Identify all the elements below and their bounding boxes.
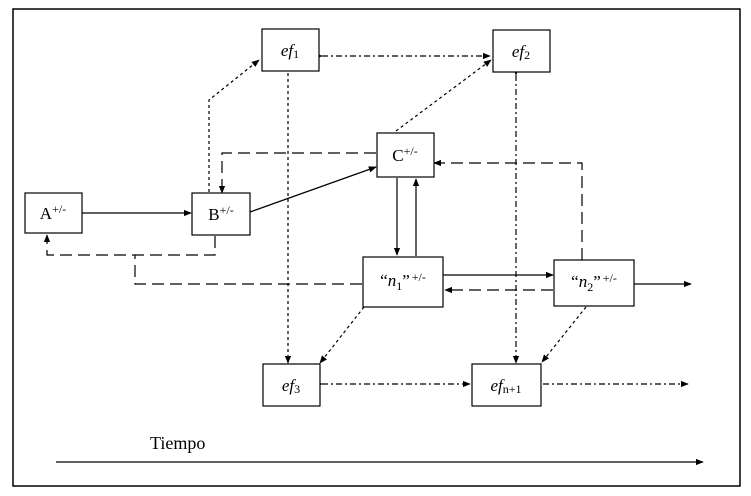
edge-n1-to-ef3 bbox=[319, 306, 365, 364]
node-n1: “n1”+/- bbox=[362, 256, 444, 308]
edge-b-to-ef1 bbox=[208, 59, 260, 192]
edge-b-to-c bbox=[249, 166, 377, 213]
edge-n2-to-efn1 bbox=[541, 306, 587, 363]
time-axis-label: Tiempo bbox=[150, 433, 205, 453]
svg-text:efn+1: efn+1 bbox=[490, 376, 521, 396]
node-ef3: ef3 bbox=[262, 363, 321, 407]
svg-text:A+/-: A+/- bbox=[40, 202, 66, 223]
svg-text:C+/-: C+/- bbox=[392, 144, 417, 165]
edge-c-feedback-to-b bbox=[218, 152, 376, 194]
svg-text:B+/-: B+/- bbox=[208, 203, 233, 224]
edge-n1-feedback-to-b bbox=[134, 255, 362, 285]
edge-b-feedback-to-a bbox=[43, 234, 216, 256]
diagram-frame bbox=[12, 8, 741, 487]
svg-text:ef2: ef2 bbox=[512, 42, 530, 62]
svg-text:“n2”+/-: “n2”+/- bbox=[571, 271, 617, 294]
edge-n2-feedback-to-c bbox=[433, 159, 583, 260]
node-ef1: ef1 bbox=[261, 28, 320, 72]
svg-text:ef1: ef1 bbox=[281, 41, 299, 61]
svg-text:ef3: ef3 bbox=[282, 376, 300, 396]
node-ef-n-plus-1: efn+1 bbox=[471, 363, 542, 407]
node-n2: “n2”+/- bbox=[553, 259, 635, 307]
node-a: A+/- bbox=[24, 192, 83, 234]
node-ef2: ef2 bbox=[492, 29, 551, 73]
edge-c-to-ef2 bbox=[395, 59, 492, 132]
node-c: C+/- bbox=[376, 132, 435, 178]
node-b: B+/- bbox=[191, 192, 251, 236]
svg-text:“n1”+/-: “n1”+/- bbox=[380, 270, 426, 293]
